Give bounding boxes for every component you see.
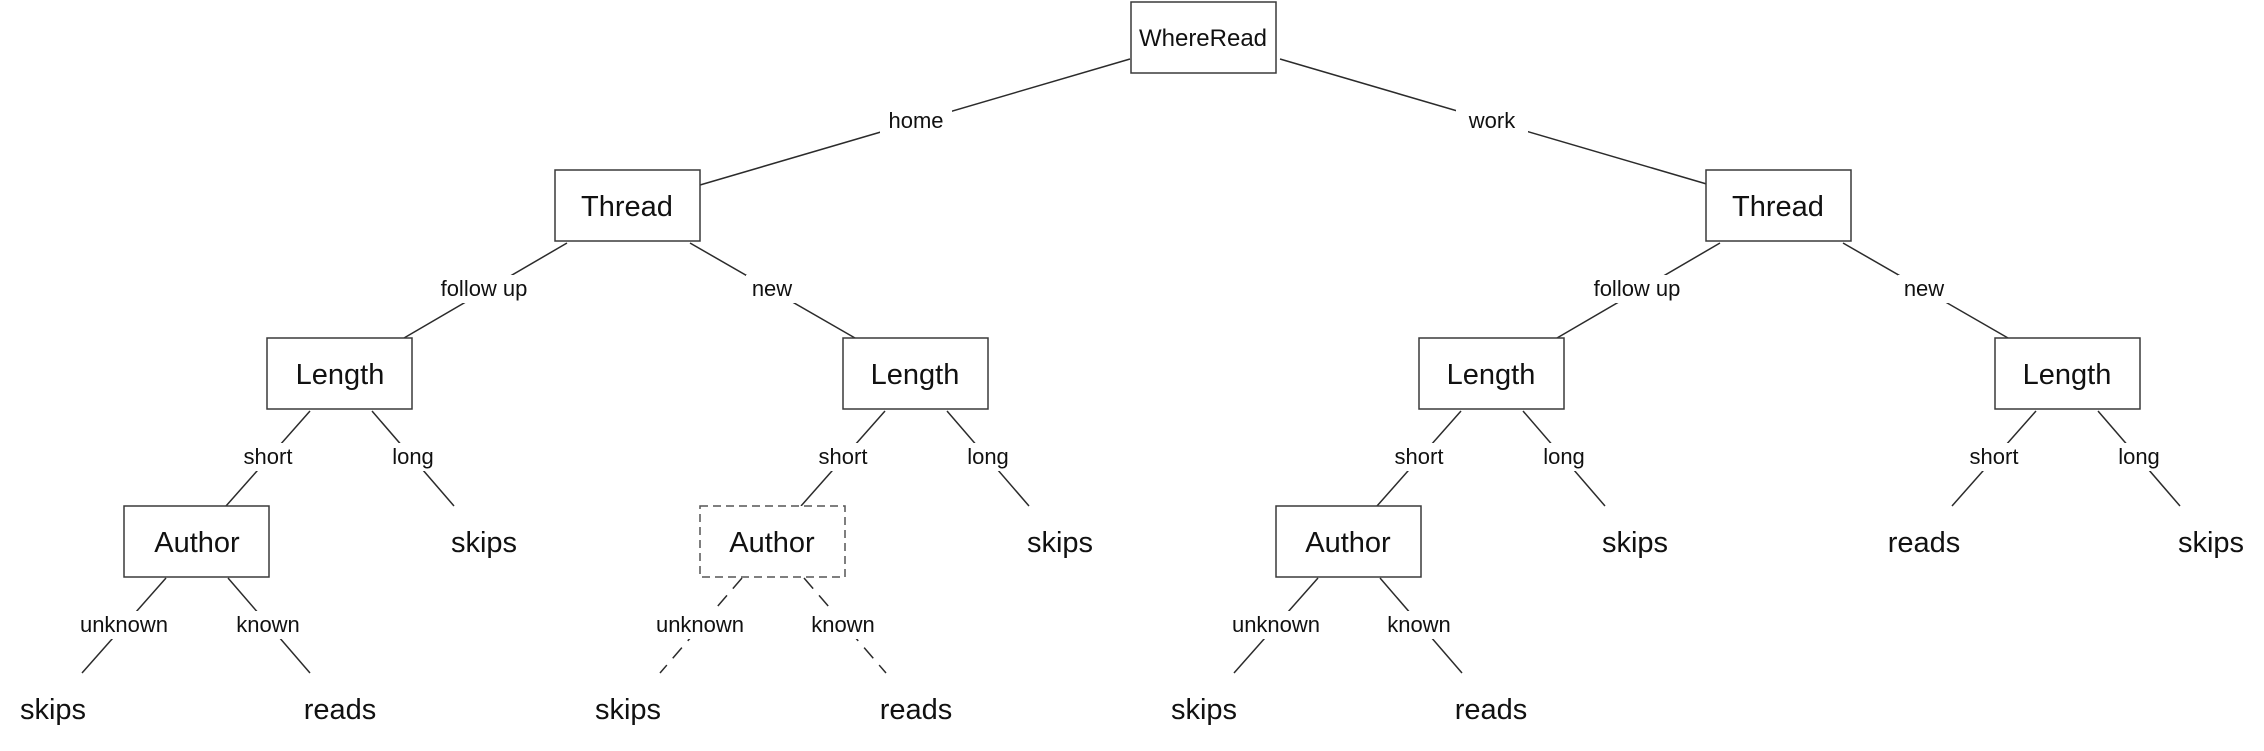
edge-label-work: work bbox=[1468, 108, 1516, 133]
node-thread-right: Thread bbox=[1705, 169, 1852, 242]
node-length-3-label: Length bbox=[1447, 359, 1536, 391]
edge-label-unknown-2: unknown bbox=[656, 612, 744, 637]
node-length-2: Length bbox=[842, 337, 989, 410]
leaf-reads-1: reads bbox=[1888, 527, 1961, 559]
leaf-skips-6: skips bbox=[595, 694, 661, 726]
edge-label-long-2: long bbox=[967, 444, 1009, 469]
edge-label-known-1: known bbox=[236, 612, 300, 637]
edge-labels: home work follow up new follow up new sh… bbox=[76, 107, 2164, 639]
node-author-3-label: Author bbox=[1305, 527, 1391, 559]
node-thread-left: Thread bbox=[554, 169, 701, 242]
edge-label-long-1: long bbox=[392, 444, 434, 469]
edge-label-follow-up-right: follow up bbox=[1594, 276, 1681, 301]
edge-label-unknown-1: unknown bbox=[80, 612, 168, 637]
node-length-1: Length bbox=[266, 337, 413, 410]
edge-author-2-known bbox=[803, 577, 887, 674]
node-length-3: Length bbox=[1418, 337, 1565, 410]
edge-label-unknown-3: unknown bbox=[1232, 612, 1320, 637]
leaf-skips-4: skips bbox=[2178, 527, 2244, 559]
edge-label-follow-up-left: follow up bbox=[441, 276, 528, 301]
edge-label-home: home bbox=[888, 108, 943, 133]
leaf-skips-5: skips bbox=[20, 694, 86, 726]
leaf-skips-2: skips bbox=[1027, 527, 1093, 559]
edge-label-new-left: new bbox=[752, 276, 792, 301]
leaf-skips-7: skips bbox=[1171, 694, 1237, 726]
edge-label-short-1: short bbox=[244, 444, 293, 469]
edge-label-short-4: short bbox=[1970, 444, 2019, 469]
leaf-reads-3: reads bbox=[880, 694, 953, 726]
node-length-1-label: Length bbox=[296, 359, 385, 391]
node-thread-left-label: Thread bbox=[581, 191, 673, 223]
edge-label-long-4: long bbox=[2118, 444, 2160, 469]
node-author-2: Author bbox=[699, 505, 846, 578]
node-author-1-label: Author bbox=[154, 527, 240, 559]
node-thread-right-label: Thread bbox=[1732, 191, 1824, 223]
edge-label-known-3: known bbox=[1387, 612, 1451, 637]
edge-label-long-3: long bbox=[1543, 444, 1585, 469]
leaf-skips-3: skips bbox=[1602, 527, 1668, 559]
node-root: WhereRead bbox=[1130, 1, 1277, 74]
edge-label-known-2: known bbox=[811, 612, 875, 637]
node-author-2-label: Author bbox=[729, 527, 815, 559]
edge-author-2-unknown bbox=[659, 577, 743, 674]
leaf-skips-1: skips bbox=[451, 527, 517, 559]
leaf-reads-2: reads bbox=[304, 694, 377, 726]
node-length-4-label: Length bbox=[2023, 359, 2112, 391]
edge-label-short-3: short bbox=[1395, 444, 1444, 469]
node-author-1: Author bbox=[123, 505, 270, 578]
edge-label-new-right: new bbox=[1904, 276, 1944, 301]
tree-nodes: WhereRead Thread Thread Length Length Le… bbox=[20, 1, 2244, 726]
leaf-reads-4: reads bbox=[1455, 694, 1528, 726]
node-length-4: Length bbox=[1994, 337, 2141, 410]
node-length-2-label: Length bbox=[871, 359, 960, 391]
edge-label-short-2: short bbox=[819, 444, 868, 469]
node-author-3: Author bbox=[1275, 505, 1422, 578]
node-root-label: WhereRead bbox=[1139, 25, 1267, 52]
